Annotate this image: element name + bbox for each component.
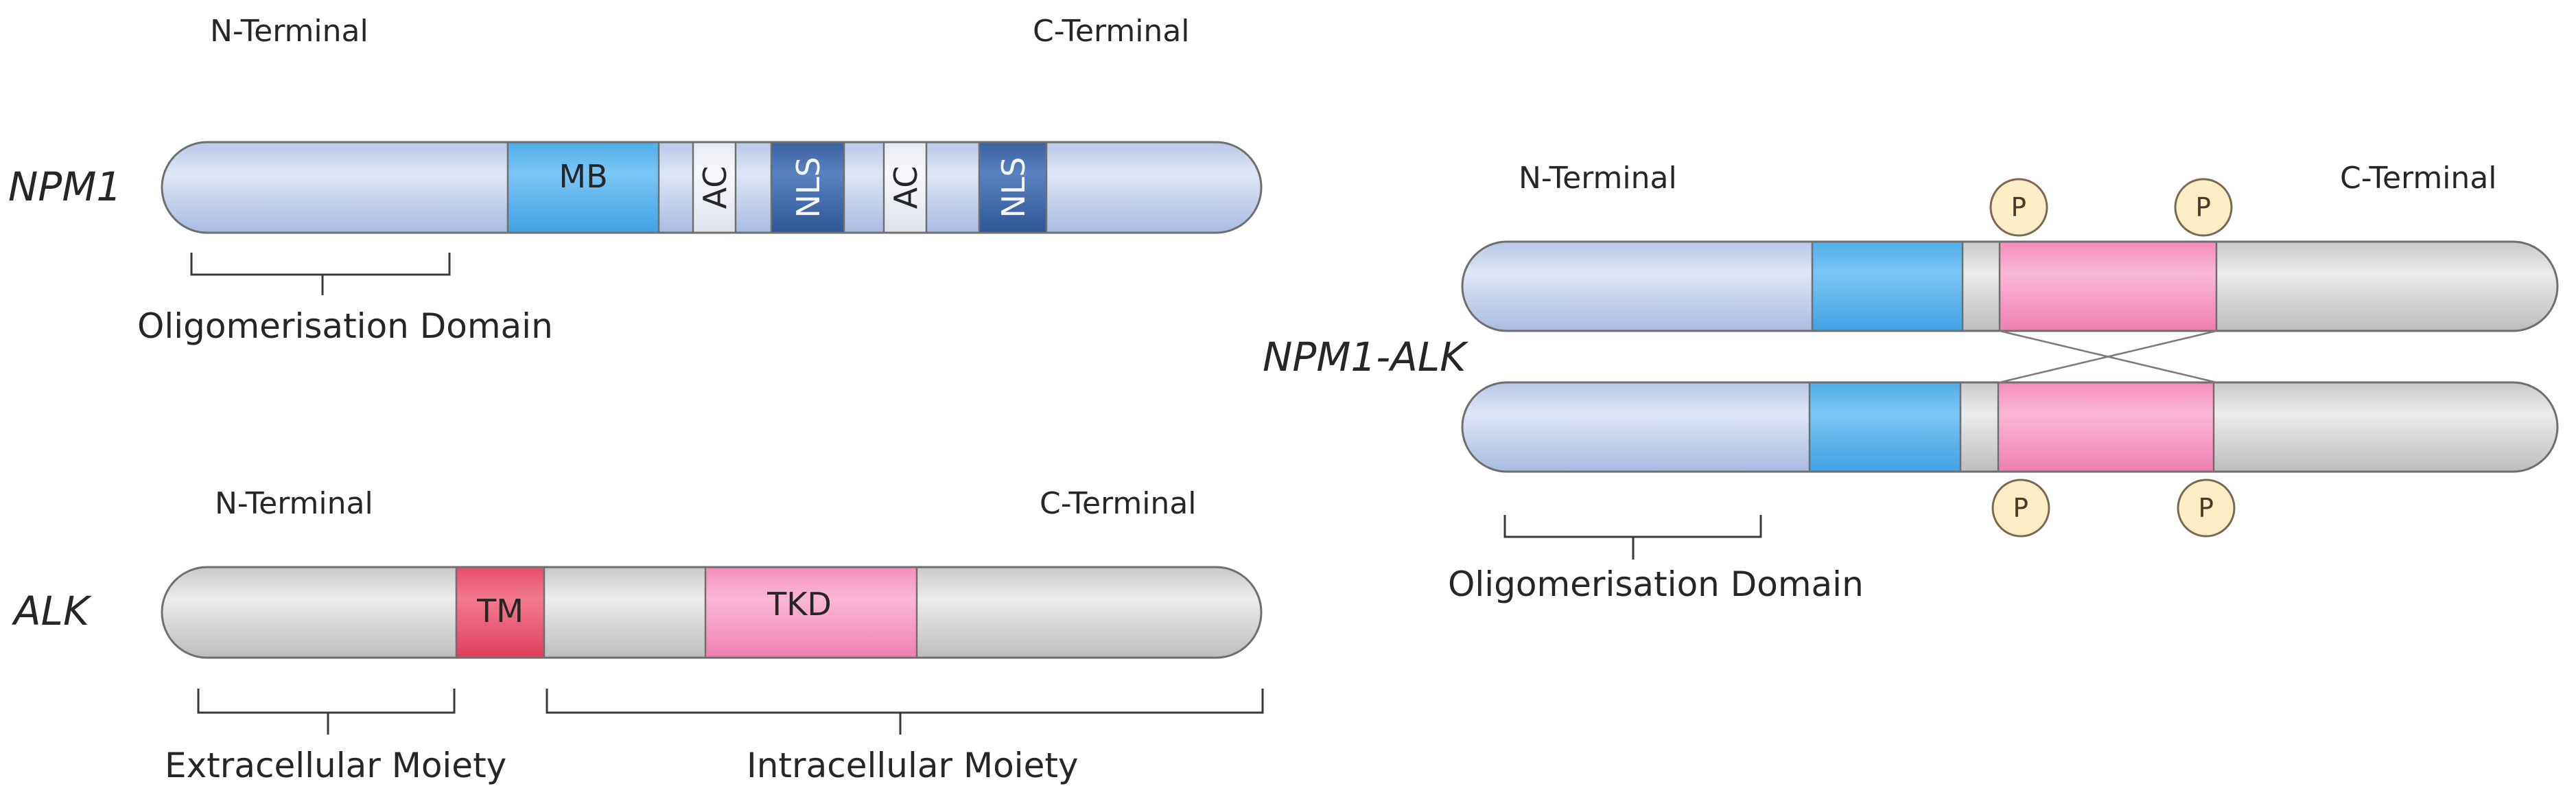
phospho-label-1: P — [2011, 192, 2027, 222]
phospho-site-bottom-left: P — [1991, 479, 2050, 538]
npm1-oligomerisation-label: Oligomerisation Domain — [137, 306, 553, 346]
alk-tm-label: TM — [476, 592, 524, 630]
alk-intracellular-brace — [546, 689, 1264, 735]
fusion-oligomerisation-brace — [1503, 515, 1762, 560]
phospho-label-3: P — [2013, 493, 2029, 523]
npm1-name: NPM1 — [8, 163, 121, 210]
npm1-nls-domain-1 — [771, 142, 844, 233]
npm1-ac-label-2: AC — [887, 166, 924, 209]
npm1-nls-domain-2 — [979, 142, 1046, 233]
npm1-c-terminal-label: C-Terminal — [1033, 14, 1190, 49]
fusion-bottom-tkd-domain — [1998, 382, 2214, 472]
fusion-protein-bar-top — [1461, 240, 2559, 332]
npm1-protein-bar — [161, 141, 1263, 234]
phospho-site-top-right: P — [2174, 178, 2233, 237]
alk-extracellular-label: Extracellular Moiety — [165, 746, 506, 785]
npm1-ac-domain-1 — [693, 142, 736, 233]
npm1-mb-domain — [508, 142, 659, 233]
fusion-name: NPM1-ALK — [1263, 334, 1468, 380]
npm1-mb-label: MB — [559, 158, 607, 195]
fusion-n-terminal-label: N-Terminal — [1519, 161, 1677, 196]
fusion-top-tkd-domain — [2000, 242, 2216, 331]
alk-extracellular-brace — [197, 689, 456, 735]
fusion-panel: N-Terminal C-Terminal NPM1-ALK — [1263, 161, 2559, 604]
npm1-nls-label-1: NLS — [790, 157, 827, 218]
fusion-protein-bar-bottom — [1461, 381, 2559, 473]
phospho-label-4: P — [2199, 493, 2214, 523]
npm1-panel: N-Terminal C-Terminal NPM1 — [8, 14, 1263, 346]
alk-name: ALK — [11, 588, 92, 634]
alk-tkd-label: TKD — [766, 586, 832, 623]
phospho-label-2: P — [2196, 192, 2212, 222]
alk-tm-domain — [456, 567, 544, 658]
alk-protein-bar — [161, 566, 1263, 659]
npm1-n-terminal-label: N-Terminal — [210, 14, 368, 49]
alk-intracellular-label: Intracellular Moiety — [747, 746, 1079, 785]
fusion-oligomerisation-label: Oligomerisation Domain — [1448, 564, 1864, 604]
alk-n-terminal-label: N-Terminal — [215, 486, 373, 521]
npm1-ac-label-1: AC — [696, 166, 734, 209]
npm1-nls-label-2: NLS — [995, 157, 1032, 218]
fusion-top-mb-domain — [1812, 242, 1963, 331]
npm1-ac-domain-2 — [884, 142, 926, 233]
phospho-site-top-left: P — [1989, 178, 2048, 237]
alk-c-terminal-label: C-Terminal — [1040, 486, 1197, 521]
alk-tkd-domain — [705, 567, 917, 658]
trans-phosphorylation-cross — [1999, 330, 2217, 384]
fusion-c-terminal-label: C-Terminal — [2340, 161, 2497, 196]
fusion-bottom-mb-domain — [1810, 382, 1960, 472]
phospho-site-bottom-right: P — [2177, 479, 2236, 538]
npm1-oligomerisation-brace — [190, 253, 451, 295]
alk-panel: N-Terminal C-Terminal ALK TM TKD Extrace… — [11, 486, 1264, 785]
